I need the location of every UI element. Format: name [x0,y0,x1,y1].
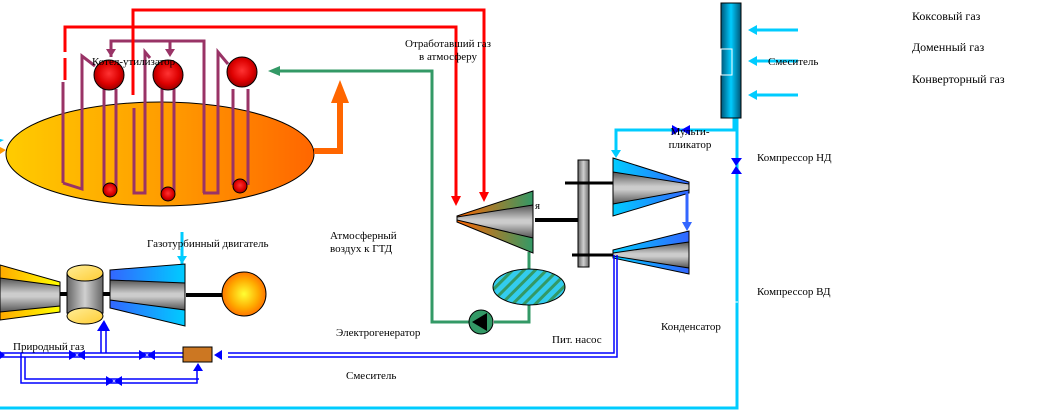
heater-feed-arrow [193,363,203,371]
header-3 [232,178,248,194]
converter-gas-arrow [748,90,757,100]
boiler-inlet-orange-arrow [0,147,6,154]
coke-gas-arrow [748,25,757,35]
atm-air-label-line1: Атмосферный [330,230,397,242]
electric-generator [221,271,267,317]
boiler-inlet-blue-arrow [0,139,4,142]
feed-pump-label: Пит. насос [552,334,602,346]
gte-air-arrow [177,256,187,264]
heater-inlet-arrow [214,350,222,360]
header-1 [102,182,118,198]
gas-mixer [720,2,742,119]
exhaust-gas-label-line2: в атмосферу [419,51,477,63]
electric-generator-label: Электрогенератор [336,327,421,339]
drum-1 [93,59,125,91]
gas-turbine-engine-label: Газотурбинный двигатель [147,238,269,250]
valve-compressor-ld[interactable] [731,158,742,174]
exhaust-arrow [314,80,349,154]
steam-turbine [456,190,534,254]
valve-natural-gas-2[interactable] [139,350,155,360]
natural-gas-inlet-arrow [0,351,5,359]
atm-air-label: Атмосферный воздух к ГТД [330,230,397,256]
drum-2 [152,59,184,91]
valve-multiplier[interactable] [672,125,690,135]
legend-converter-gas: Конверторный газ [912,72,1005,86]
gas-feed-arrow [97,320,110,331]
hot-gas-arrow-2 [479,192,489,202]
exhaust-gas-label-line1: Отработавший газ [405,38,491,50]
multiplier-label-line2: пликатор [668,139,712,151]
boiler-label: Котел-утилизатор [92,56,176,68]
coil-arrow-1 [106,49,116,57]
header-2 [160,186,176,202]
gas-heater [182,346,213,363]
legend-blast-gas: Доменный газ [912,40,985,54]
hot-gas-arrow-1 [451,196,461,206]
atm-air-label-line2: воздух к ГТД [330,243,393,255]
condenser-label: Конденсатор [661,321,721,333]
blast-gas-arrow [748,56,757,66]
exhaust-gas-label: Отработавший газ в атмосферу [398,38,498,64]
turbine-partial-label: я [535,200,541,212]
compressor-hd-label: Компрессор ВД [757,286,831,298]
multiplier-label-line1: Мульти- [670,126,710,138]
feed-pump [468,309,494,335]
condenser-tank [492,268,566,306]
drum-3 [226,56,258,88]
legend-coke-gas: Коксовый газ [912,9,981,23]
gas-turbine-engine [0,263,222,327]
compressor-ld-label: Компрессор НД [757,152,832,164]
mixer-bottom-label: Смеситель [346,370,397,382]
feedwater-lines [280,69,531,324]
mixer-top-label: Смеситель [768,56,819,68]
valve-natural-gas-bypass[interactable] [106,376,122,386]
mixer-inlet-arrows [754,28,798,97]
multiplier-label: Мульти- пликатор [660,126,720,152]
lp-hp-arrow [682,222,692,231]
hp-compressor [612,230,690,275]
lp-compressor [612,157,690,217]
natural-gas-label: Природный газ [13,341,85,353]
lp-inlet-arrow [611,150,621,158]
coil-arrow-2 [165,49,175,57]
feedwater-arrow [268,66,280,76]
gearbox-multiplier [577,159,590,268]
waste-heat-boiler [5,101,315,207]
valve-natural-gas-1[interactable] [69,350,85,360]
